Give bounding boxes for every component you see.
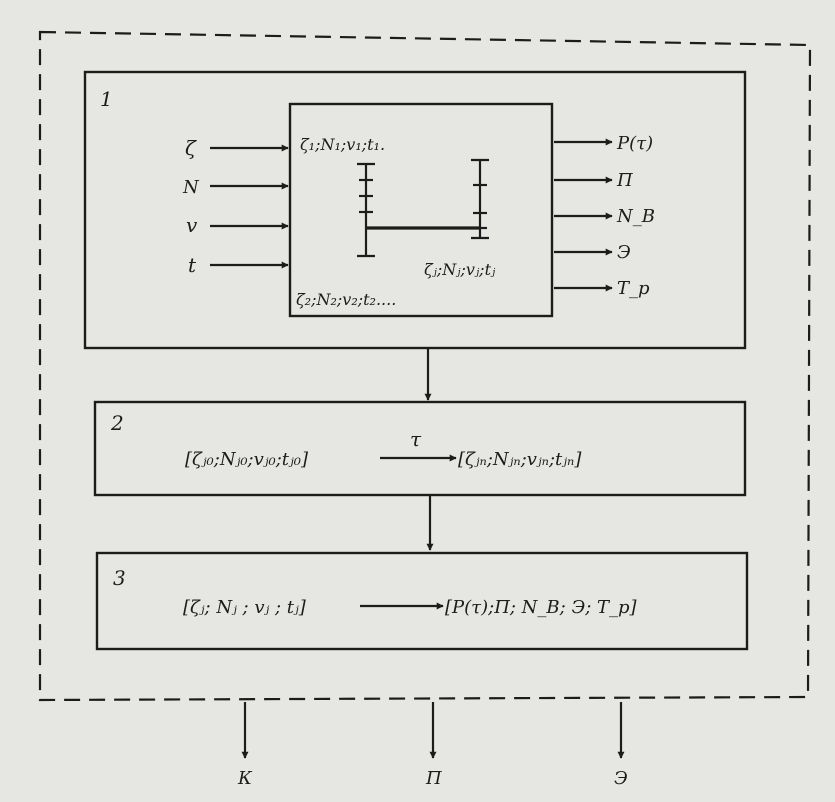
input-n: N (182, 177, 200, 198)
block-2-left-expression: [ζⱼ₀;Nⱼ₀;vⱼ₀;tⱼ₀] (185, 449, 309, 470)
output-tp: T_p (617, 278, 650, 299)
block-2-arrow-label: τ (410, 427, 422, 451)
block-3-number: 3 (113, 566, 126, 590)
output-e-bottom: Э (614, 768, 628, 789)
inner-label-1: ζ₁;N₁;v₁;t₁. (300, 135, 385, 154)
input-v: v (186, 213, 198, 237)
bottom-outputs: К П Э (237, 702, 628, 789)
output-p: P(τ) (616, 133, 653, 154)
block-2 (93, 400, 747, 497)
block-3 (95, 551, 749, 651)
block-3-left-expression: [ζⱼ; Nⱼ ; vⱼ ; tⱼ] (183, 597, 307, 618)
output-pi: П (616, 170, 633, 191)
block-1-inner-graphic (357, 158, 489, 258)
input-t: t (188, 253, 197, 277)
block-1-inputs: ζ N v t (182, 136, 289, 277)
output-nb: N_B (616, 206, 655, 227)
output-e: Э (617, 242, 631, 263)
block-2-right-expression: [ζⱼₙ;Nⱼₙ;vⱼₙ;tⱼₙ] (458, 449, 582, 470)
block-3-right-expression: [P(τ);П; N_B; Э; T_p] (445, 597, 638, 618)
outer-dashed-boundary (38, 30, 812, 702)
inner-label-j: ζⱼ;Nⱼ;vⱼ;tⱼ (424, 260, 496, 279)
input-zeta: ζ (185, 136, 197, 160)
output-k: К (237, 768, 253, 789)
block-1 (83, 70, 747, 350)
inner-label-2: ζ₂;N₂;v₂;t₂.... (296, 290, 396, 309)
block-1-number: 1 (100, 87, 113, 111)
block-1-inner-box (288, 102, 554, 318)
block-2-number: 2 (110, 411, 124, 435)
block-1-outputs: P(τ) П N_B Э T_p (554, 133, 655, 299)
output-pi-bottom: П (425, 768, 442, 789)
